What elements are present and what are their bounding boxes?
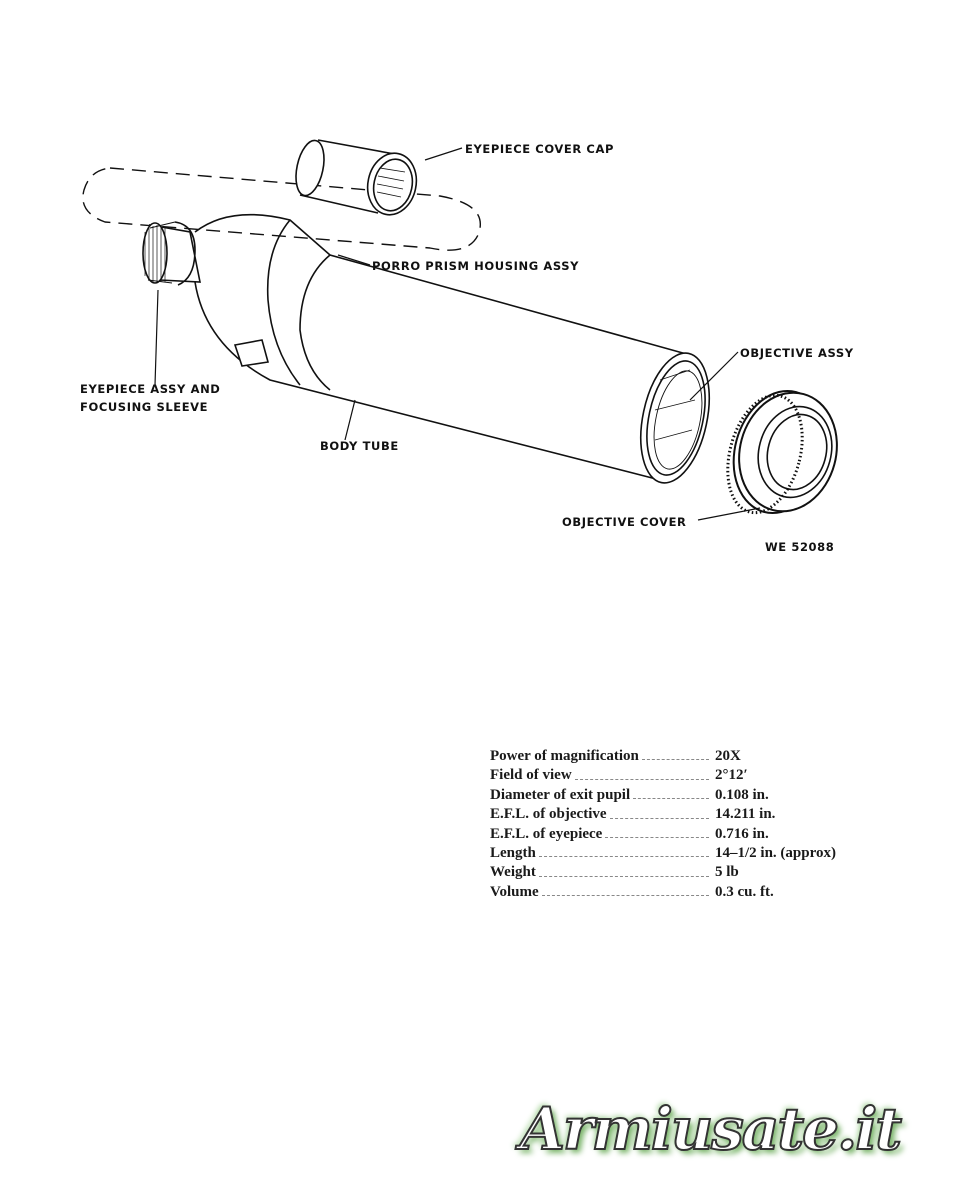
spec-row: Field of view 2°12′ — [490, 766, 836, 785]
label-objective-cover: OBJECTIVE COVER — [562, 515, 687, 529]
spec-label-cell: Power of magnification — [490, 747, 715, 766]
spec-row: Length 14–1/2 in. (approx) — [490, 844, 836, 863]
leader-dots — [538, 844, 709, 858]
spec-label: Power of magnification — [490, 748, 639, 764]
spec-row: Volume 0.3 cu. ft. — [490, 883, 836, 902]
spec-value: 2°12′ — [715, 767, 748, 784]
leader-lines — [154, 147, 761, 521]
spec-value: 20X — [715, 748, 741, 764]
leader-dots — [574, 766, 709, 780]
spec-label-cell: Diameter of exit pupil — [490, 786, 715, 805]
spec-value: 0.108 in. — [715, 786, 769, 803]
spec-label: Length — [490, 844, 536, 861]
leader-dots — [609, 805, 709, 819]
leader-dots — [633, 786, 709, 800]
label-objective-assy: OBJECTIVE ASSY — [740, 346, 854, 360]
label-eyepiece-assy-2: FOCUSING SLEEVE — [80, 400, 209, 414]
spec-label-cell: E.F.L. of objective — [490, 805, 715, 824]
spec-value: 0.716 in. — [715, 825, 769, 842]
spec-label: Volume — [490, 883, 539, 900]
spec-value: 14–1/2 in. (approx) — [715, 844, 836, 861]
spec-value: 14.211 in. — [715, 806, 776, 823]
spec-label: E.F.L. of eyepiece — [490, 825, 603, 842]
spec-value: 0.3 cu. ft. — [715, 883, 774, 900]
eyepiece-assy — [142, 221, 201, 286]
spec-label-cell: Field of view — [490, 766, 715, 785]
label-eyepiece-assy-1: EYEPIECE ASSY AND — [80, 382, 221, 396]
spec-row: Weight 5 lb — [490, 863, 836, 882]
spec-row: E.F.L. of objective 14.211 in. — [490, 805, 836, 824]
spec-row: Power of magnification 20X — [490, 747, 836, 766]
spec-label-cell: Volume — [490, 883, 715, 902]
spec-value: 5 lb — [715, 864, 739, 881]
spec-label: Weight — [490, 864, 536, 881]
leader-dots — [541, 883, 709, 897]
leader-dots — [641, 747, 709, 761]
leader-dots — [538, 863, 709, 877]
eyepiece-cover-cap — [295, 139, 418, 216]
spec-row: E.F.L. of eyepiece 0.716 in. — [490, 825, 836, 844]
spec-label-cell: E.F.L. of eyepiece — [490, 825, 715, 844]
spec-label-cell: Weight — [490, 863, 715, 882]
cap-position-dashed-outline — [82, 167, 481, 251]
spec-label: Diameter of exit pupil — [490, 786, 631, 803]
watermark-logo: Armiusate.it — [519, 1094, 903, 1164]
specifications-table: Power of magnification 20X Field of view 2°… — [490, 747, 836, 902]
body-tube — [194, 213, 710, 484]
spec-label: E.F.L. of objective — [490, 806, 607, 823]
spec-label-cell: Length — [490, 844, 715, 863]
spec-label: Field of view — [490, 767, 572, 784]
figure-id: WE 52088 — [765, 540, 835, 554]
leader-dots — [605, 825, 709, 838]
label-porro-prism-housing: PORRO PRISM HOUSING ASSY — [372, 259, 580, 273]
label-eyepiece-cover-cap: EYEPIECE COVER CAP — [465, 142, 614, 156]
label-body-tube: BODY TUBE — [320, 439, 399, 453]
objective-cover — [726, 389, 838, 515]
spec-row: Diameter of exit pupil 0.108 in. — [490, 786, 836, 805]
